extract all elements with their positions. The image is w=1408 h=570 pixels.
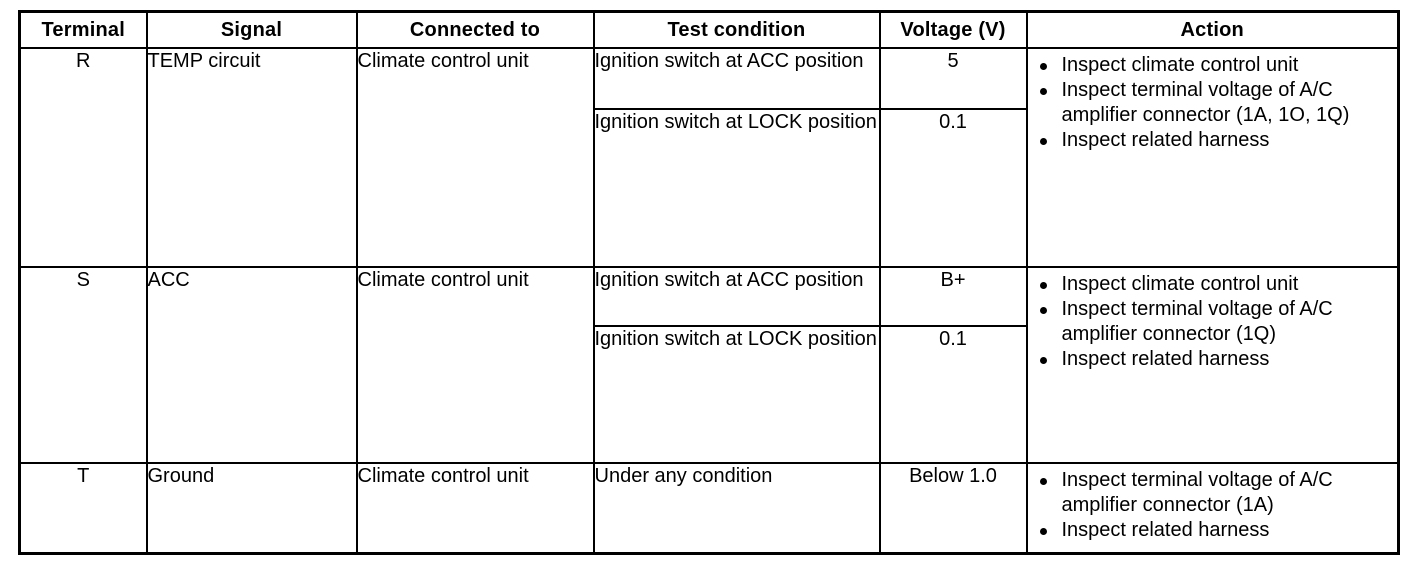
action-item: Inspect related harness	[1036, 128, 1392, 153]
test-condition-subrow: Ignition switch at LOCK position	[594, 326, 879, 352]
cell-voltage-group: 5 0.1	[878, 47, 1028, 268]
cell-test-condition: Under any condition	[592, 462, 881, 554]
cell-test-condition: Ignition switch at ACC position	[594, 268, 879, 327]
action-item: Inspect related harness	[1036, 518, 1392, 543]
bullet-icon	[1039, 478, 1047, 485]
test-condition-subrow: Ignition switch at ACC position	[594, 49, 879, 110]
cell-signal: ACC	[145, 266, 358, 464]
cell-voltage: B+	[880, 268, 1026, 327]
cell-voltage: Below 1.0	[878, 462, 1028, 554]
action-list: Inspect terminal voltage of A/C amplifie…	[1028, 464, 1398, 547]
action-text: Inspect climate control unit	[1061, 273, 1299, 295]
bullet-icon	[1039, 282, 1047, 289]
action-list: Inspect climate control unit Inspect ter…	[1028, 268, 1398, 376]
header-row: Terminal Signal Connected to Test condit…	[18, 10, 1400, 49]
bullet-icon	[1039, 307, 1047, 314]
cell-terminal: S	[18, 266, 148, 464]
action-text: Inspect terminal voltage of A/C amplifie…	[1061, 469, 1333, 516]
cell-test-condition: Ignition switch at ACC position	[594, 49, 879, 110]
cell-voltage-group: B+ 0.1	[878, 266, 1028, 464]
action-text: Inspect related harness	[1061, 519, 1270, 541]
cell-test-condition: Ignition switch at LOCK position	[594, 326, 879, 352]
column-header-terminal: Terminal	[18, 10, 148, 49]
cell-voltage: 0.1	[880, 326, 1026, 352]
cell-signal: Ground	[145, 462, 358, 554]
voltage-split: B+ 0.1	[880, 268, 1026, 352]
cell-connected-to: Climate control unit	[355, 47, 595, 268]
column-header-action: Action	[1025, 10, 1400, 49]
voltage-subrow: 0.1	[880, 109, 1026, 135]
column-header-test-condition: Test condition	[592, 10, 881, 49]
cell-test-condition: Ignition switch at LOCK position	[594, 109, 879, 135]
action-item: Inspect terminal voltage of A/C amplifie…	[1036, 78, 1392, 128]
action-item: Inspect terminal voltage of A/C amplifie…	[1036, 468, 1392, 518]
table-row: S ACC Climate control unit Ignition swit…	[18, 266, 1400, 464]
table-row: R TEMP circuit Climate control unit Igni…	[18, 47, 1400, 268]
action-text: Inspect terminal voltage of A/C amplifie…	[1061, 298, 1333, 345]
action-list: Inspect climate control unit Inspect ter…	[1028, 49, 1398, 157]
bullet-icon	[1039, 357, 1047, 364]
voltage-subrow: 5	[880, 49, 1026, 110]
voltage-subrow: 0.1	[880, 326, 1026, 352]
action-text: Inspect related harness	[1061, 348, 1270, 370]
column-header-voltage: Voltage (V)	[878, 10, 1028, 49]
cell-signal: TEMP circuit	[145, 47, 358, 268]
test-condition-subrow: Ignition switch at LOCK position	[594, 109, 879, 135]
action-item: Inspect related harness	[1036, 347, 1392, 372]
test-condition-split: Ignition switch at ACC position Ignition…	[594, 268, 879, 352]
bullet-icon	[1039, 528, 1047, 535]
action-item: Inspect terminal voltage of A/C amplifie…	[1036, 297, 1392, 347]
cell-test-condition-group: Ignition switch at ACC position Ignition…	[592, 266, 881, 464]
table-body: R TEMP circuit Climate control unit Igni…	[18, 47, 1400, 554]
column-header-connected-to: Connected to	[355, 10, 595, 49]
table-header: Terminal Signal Connected to Test condit…	[18, 10, 1400, 49]
cell-voltage: 5	[880, 49, 1026, 110]
action-text: Inspect terminal voltage of A/C amplifie…	[1061, 79, 1350, 126]
cell-action: Inspect climate control unit Inspect ter…	[1025, 266, 1400, 464]
cell-connected-to: Climate control unit	[355, 462, 595, 554]
cell-terminal: R	[18, 47, 148, 268]
test-condition-subrow: Ignition switch at ACC position	[594, 268, 879, 327]
cell-terminal: T	[18, 462, 148, 554]
voltage-subrow: B+	[880, 268, 1026, 327]
action-text: Inspect climate control unit	[1061, 54, 1299, 76]
test-condition-split: Ignition switch at ACC position Ignition…	[594, 49, 879, 135]
cell-test-condition-group: Ignition switch at ACC position Ignition…	[592, 47, 881, 268]
voltage-split: 5 0.1	[880, 49, 1026, 135]
action-item: Inspect climate control unit	[1036, 272, 1392, 297]
action-text: Inspect related harness	[1061, 129, 1270, 151]
bullet-icon	[1039, 138, 1047, 145]
table-row: T Ground Climate control unit Under any …	[18, 462, 1400, 554]
column-header-signal: Signal	[145, 10, 358, 49]
action-item: Inspect climate control unit	[1036, 53, 1392, 78]
bullet-icon	[1039, 63, 1047, 70]
cell-action: Inspect climate control unit Inspect ter…	[1025, 47, 1400, 268]
cell-voltage: 0.1	[880, 109, 1026, 135]
cell-connected-to: Climate control unit	[355, 266, 595, 464]
bullet-icon	[1039, 88, 1047, 95]
cell-action: Inspect terminal voltage of A/C amplifie…	[1025, 462, 1400, 554]
terminal-inspection-table: Terminal Signal Connected to Test condit…	[18, 10, 1400, 555]
